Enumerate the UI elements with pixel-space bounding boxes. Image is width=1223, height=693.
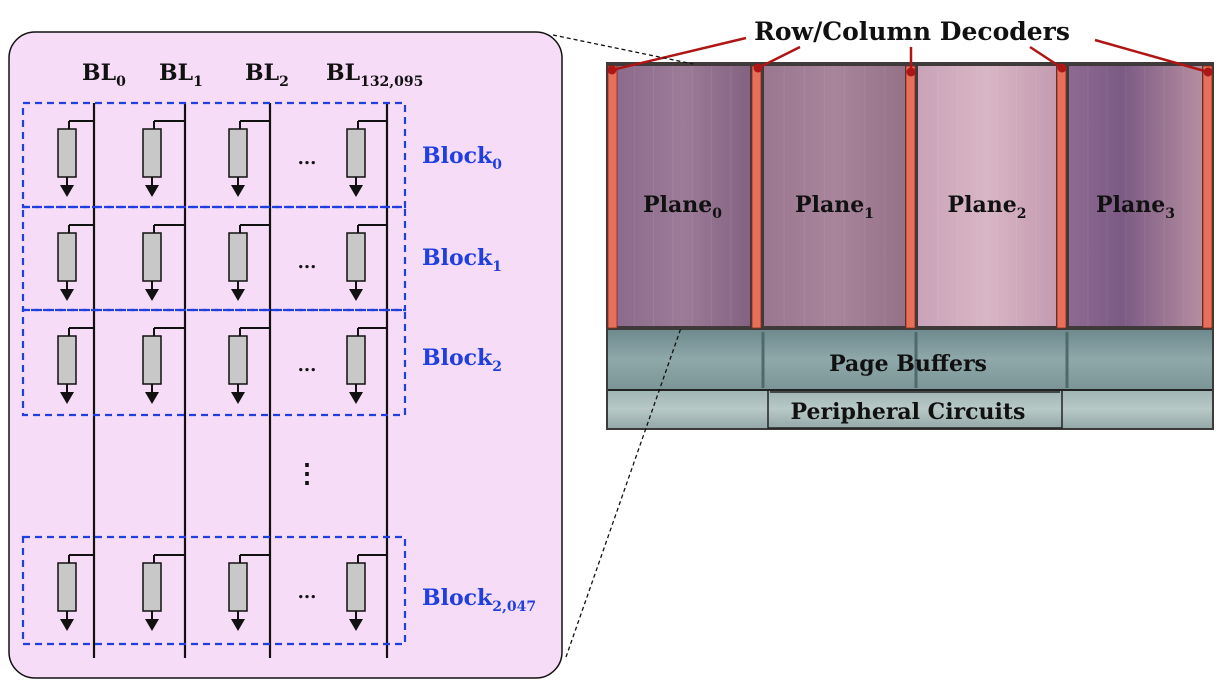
page-buffers-label: Page Buffers [829,351,987,377]
plane-label-0-subscript: 0 [712,206,722,222]
block-label-2-subscript: 2 [492,359,502,375]
plane-label-0-base: Plane [643,192,712,218]
bitline-label-1-base: BL [159,60,193,86]
decoder-strip-0 [608,66,617,328]
block-label-1-base: Block [422,245,493,271]
decoder-callout-dot-2 [907,68,916,77]
decoder-strip-1 [752,66,761,328]
decoder-callout-dot-3 [1058,64,1067,73]
block-label-1: Block1 [422,245,502,275]
cell-transistor [229,129,247,177]
block-label-0: Block0 [422,143,502,173]
peripheral-circuits-label: Peripheral Circuits [791,399,1026,425]
cell-transistor [58,336,76,384]
block-label-2-base: Block [422,345,493,371]
plane-label-1-subscript: 1 [864,206,874,222]
decoder-strip-3 [1057,66,1066,328]
plane-label-3-subscript: 3 [1165,206,1175,222]
cell-transistor [58,233,76,281]
decoder-callout-dot-4 [1204,68,1213,77]
bitline-label-3-subscript: 132,095 [360,74,423,90]
decoder-strip-4 [1203,66,1212,328]
decoders-title: Row/Column Decoders [754,17,1070,46]
cell-transistor [347,336,365,384]
cell-transistor [347,233,365,281]
decoder-strip-2 [906,66,915,328]
cell-transistor [229,336,247,384]
bitline-label-2-base: BL [245,60,279,86]
cell-transistor [229,563,247,611]
plane-label-3-base: Plane [1096,192,1165,218]
decoder-callout-dot-0 [608,66,617,75]
bitline-label-1-subscript: 1 [193,74,203,90]
cell-transistor [143,233,161,281]
block-label-3-subscript: 2,047 [492,599,536,615]
row-ellipsis: ... [298,148,317,169]
cell-transistor [229,233,247,281]
block-label-3-base: Block [422,585,493,611]
zoom-line-top [553,35,693,64]
plane-label-2: Plane2 [948,192,1027,222]
cell-transistor [347,129,365,177]
cell-transistor [143,129,161,177]
plane-label-1: Plane1 [795,192,874,222]
plane-label-2-subscript: 2 [1017,206,1027,222]
decoder-callout-dot-1 [754,64,763,73]
cell-transistor [143,336,161,384]
cell-transistor [347,563,365,611]
cell-transistor [58,129,76,177]
plane-label-1-base: Plane [795,192,864,218]
block-label-1-subscript: 1 [492,259,502,275]
plane-label-0: Plane0 [643,192,722,222]
block-label-0-subscript: 0 [492,157,502,173]
vertical-ellipsis: ⋮ [294,459,320,489]
row-ellipsis: ... [298,355,317,376]
block-label-2: Block2 [422,345,502,375]
bitline-label-3-base: BL [326,60,360,86]
row-ellipsis: ... [298,582,317,603]
cell-transistor [58,563,76,611]
cell-transistor [143,563,161,611]
plane-label-3: Plane3 [1096,192,1175,222]
bitline-label-0-base: BL [82,60,116,86]
bitline-label-0-subscript: 0 [116,74,126,90]
bitline-label-2-subscript: 2 [279,74,289,90]
row-ellipsis: ... [298,252,317,273]
block-label-0-base: Block [422,143,493,169]
plane-label-2-base: Plane [948,192,1017,218]
